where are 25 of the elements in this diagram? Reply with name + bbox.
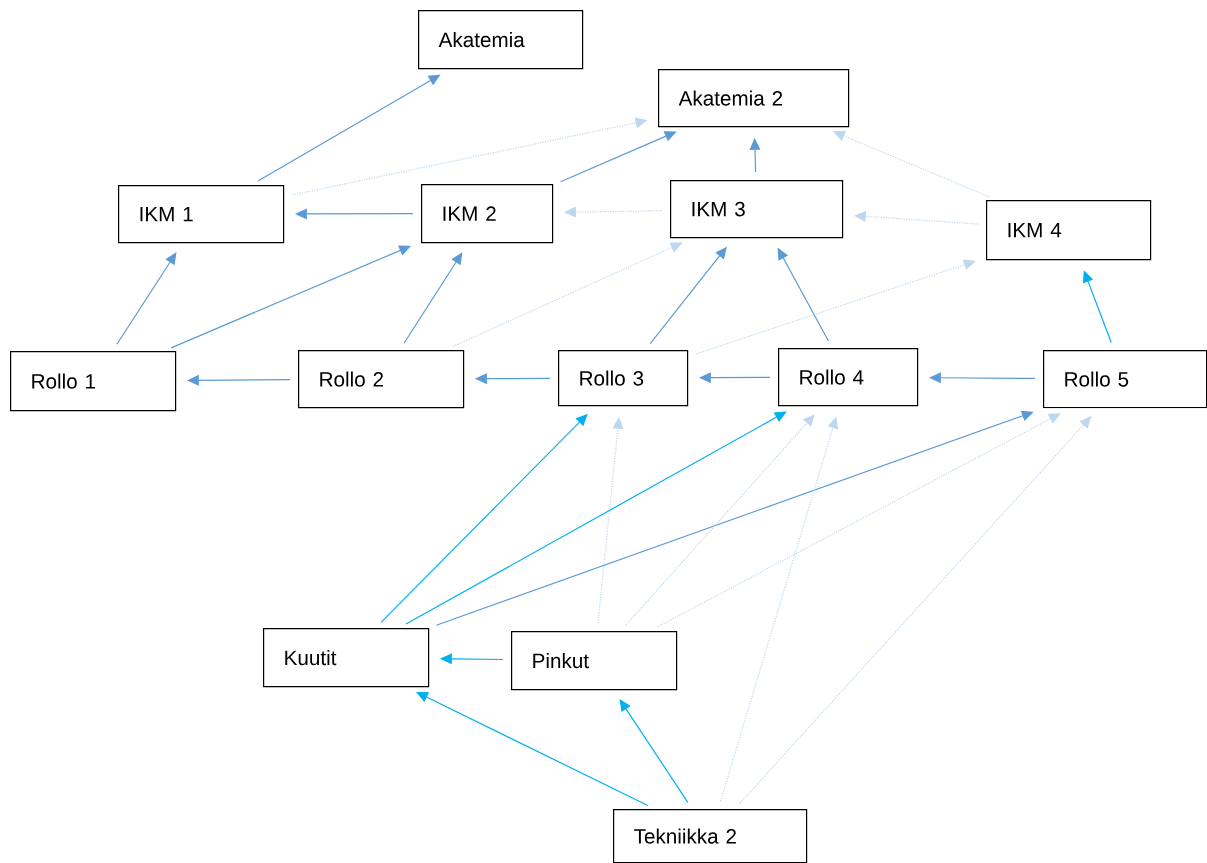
process-box: Rollo 2 [298, 350, 465, 409]
process-box: Rollo 5 [1043, 350, 1207, 409]
process-box: Tekniikka 2 [613, 809, 808, 863]
arrow [116, 252, 177, 345]
process-box: Rollo 3 [558, 350, 689, 407]
arrow [656, 413, 1061, 628]
process-box: IKM 1 [118, 185, 285, 244]
arrow [435, 410, 1034, 626]
process-box: IKM 4 [986, 200, 1152, 261]
arrow [695, 259, 976, 355]
process-box: Akatemia 2 [658, 69, 850, 128]
process-box: Pinkut [511, 631, 678, 691]
arrow [416, 691, 649, 807]
process-box: Rollo 1 [10, 350, 177, 412]
arrow [403, 252, 463, 344]
arrow [619, 699, 689, 803]
process-box: IKM 3 [670, 180, 844, 239]
process-box: Rollo 4 [778, 347, 919, 407]
arrow [405, 411, 787, 625]
process-box: Kuutit [263, 628, 430, 688]
process-box: IKM 2 [421, 184, 554, 244]
arrow [1082, 270, 1112, 344]
arrow [625, 414, 815, 626]
arrow [739, 416, 1092, 804]
process-box: Akatemia [418, 10, 584, 70]
